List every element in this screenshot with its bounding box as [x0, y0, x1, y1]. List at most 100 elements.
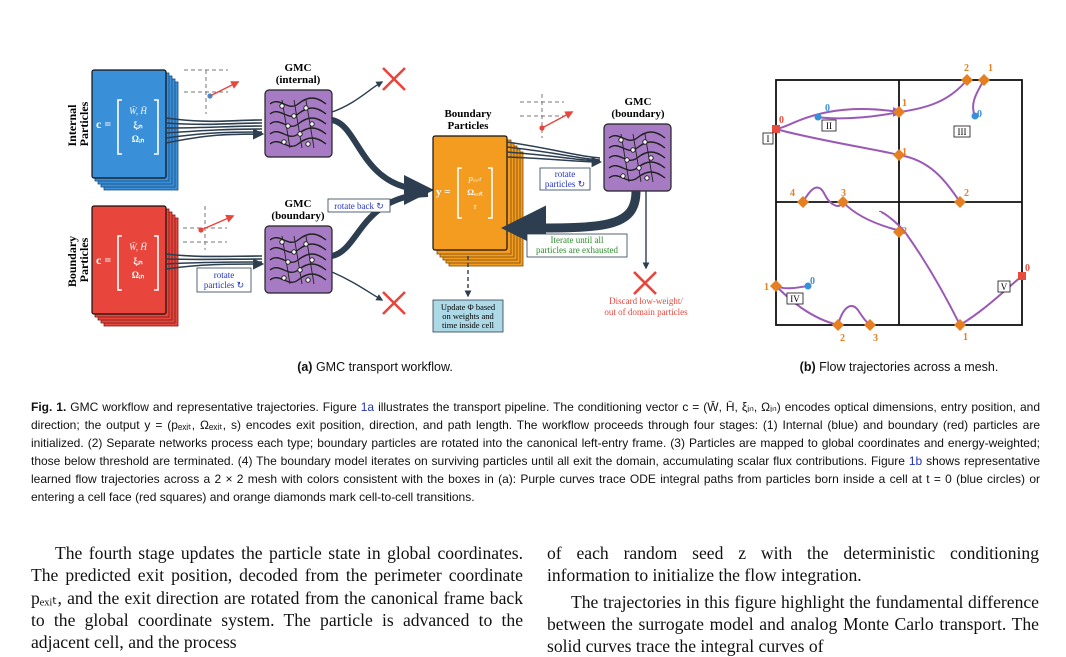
update-phi-line-2: time inside cell — [442, 320, 495, 330]
internal-particle-stack: c = W̄, H̄ ξᵢₙ Ωᵢₙ — [91, 69, 179, 191]
caption-lead: Fig. 1. — [31, 400, 67, 414]
c-boundary-entry-0: W̄, H̄ — [129, 242, 147, 252]
caption-text-2: illustrates the transport pipeline. The … — [31, 400, 1040, 469]
step-label-3: 0 — [779, 115, 784, 126]
gmc-boundary-to-boundary-arrow — [331, 191, 429, 259]
rotate-particles-right-line-0: rotate — [555, 169, 576, 179]
update-phi-note: Update Φ based on weights and time insid… — [432, 299, 504, 333]
internal-direction-axes — [183, 69, 240, 115]
gmc-boundary-right-title-0: GMC — [625, 96, 652, 108]
step-label-2: 0 — [810, 276, 815, 287]
step-label-9: 1 — [963, 332, 968, 343]
figure-1: Internal Particles Boundary Particles c … — [65, 62, 1030, 344]
boundary-stack-title-1: Particles — [448, 120, 490, 132]
c-internal-entry-0: W̄, H̄ — [129, 106, 147, 116]
face-start-points — [772, 125, 1026, 280]
rotate-back-label: rotate back ↻ — [334, 201, 384, 211]
body-right-column: of each random seed z with the determini… — [547, 542, 1039, 657]
rotate-back-note: rotate back ↻ — [327, 198, 391, 213]
canonical-frame-axes — [519, 93, 574, 139]
caption-ref-1b[interactable]: 1b — [908, 454, 923, 469]
gmc-internal-title-1: (internal) — [276, 74, 321, 86]
rotate-particles-right-note: rotate particles ↻ — [539, 167, 591, 191]
step-label-15: 3 — [841, 188, 846, 199]
gmc-internal-title-0: GMC — [285, 62, 312, 74]
c-internal-entry-1: ξᵢₙ — [133, 120, 143, 130]
y-entry-1: Ωₑₓᵢₜ — [467, 187, 483, 197]
cell-box-III: III — [958, 127, 967, 137]
rotate-particles-left-line-1: particles ↻ — [204, 280, 244, 290]
gmc-boundary-right-title-1: (boundary) — [611, 108, 665, 120]
figure-caption: Fig. 1. GMC workflow and representative … — [31, 398, 1040, 507]
iterate-note-line-1: particles are exhausted — [536, 245, 618, 255]
boundary-particles-label: Boundary Particles — [65, 233, 91, 287]
transition-diamonds — [770, 74, 990, 331]
body-right-paragraph-1: of each random seed z with the determini… — [547, 543, 1039, 586]
panel-a: Internal Particles Boundary Particles c … — [65, 62, 688, 333]
cell-box-V: V — [1001, 282, 1008, 292]
rotate-particles-left-line-0: rotate — [214, 270, 235, 280]
gmc-internal-to-terminate-arrow — [331, 81, 384, 113]
gmc-boundary-left-network — [264, 225, 333, 294]
boundary-stack-title-0: Boundary — [444, 108, 492, 120]
body-left-paragraph: The fourth stage updates the particle st… — [31, 543, 523, 653]
step-label-7: 1 — [988, 63, 993, 74]
update-phi-line-1: on weights and — [442, 311, 494, 321]
y-entry-0: pₑₓᵢₜ — [468, 173, 482, 183]
step-label-16: 3 — [873, 333, 878, 344]
c-equals-label-boundary: c = — [96, 253, 111, 267]
terminate-mark-bottom — [382, 291, 406, 315]
terminate-mark-top — [382, 67, 406, 91]
step-label-10: 2 — [964, 63, 969, 74]
step-label-5: 1 — [902, 98, 907, 109]
c-boundary-entry-2: Ωᵢₙ — [132, 270, 145, 280]
boundary-direction-axes — [182, 205, 235, 251]
panel-b: 0 0 0 0 0 1 1 1 1 1 2 2 2 2 2 3 3 4 I II… — [762, 63, 1030, 344]
discard-note-line-0: Discard low-weight/ — [609, 296, 683, 306]
gmc-internal-network — [264, 89, 333, 158]
subcaption-a-text: GMC transport workflow. — [315, 360, 453, 374]
caption-text-3: shows representative learned flow trajec… — [31, 454, 1040, 505]
step-label-8: 1 — [764, 282, 769, 293]
cell-boxes: I II III IV V — [762, 119, 1011, 305]
gmc-boundary-right-network — [603, 123, 672, 192]
step-label-13: 2 — [840, 333, 845, 344]
boundary-particle-stack: c = W̄, H̄ ξᵢₙ Ωᵢₙ — [91, 205, 179, 327]
rotate-particles-left-note: rotate particles ↻ — [196, 267, 252, 293]
step-label-12: 2 — [902, 226, 907, 237]
subcaption-a: (a) GMC transport workflow. — [250, 360, 500, 374]
internal-start-points — [804, 112, 979, 290]
internal-particles-label: Internal Particles — [65, 101, 91, 146]
step-label-6: 1 — [902, 147, 907, 158]
step-label-11: 2 — [964, 188, 969, 199]
cell-box-II: II — [826, 121, 832, 131]
iterate-note: Iterate until all particles are exhauste… — [526, 233, 628, 258]
step-label-4: 0 — [1025, 263, 1030, 274]
caption-ref-1a[interactable]: 1a — [360, 400, 375, 414]
iterate-loop-arrow — [501, 190, 641, 251]
caption-text-1: GMC workflow and representative trajecto… — [66, 400, 361, 414]
update-phi-line-0: Update Φ based — [441, 302, 496, 312]
body-right-paragraph-2: The trajectories in this figure highligh… — [547, 591, 1039, 657]
c-internal-entry-2: Ωᵢₙ — [132, 134, 145, 144]
body-left-column: The fourth stage updates the particle st… — [31, 542, 523, 653]
cell-box-I: I — [767, 134, 770, 144]
subcaption-a-tag: (a) — [297, 360, 313, 374]
subcaption-b: (b) Flow trajectories across a mesh. — [766, 360, 1032, 374]
gmc-boundary-left-title-1: (boundary) — [271, 210, 325, 222]
c-equals-label: c = — [96, 117, 111, 131]
y-entry-2: τ — [473, 201, 477, 211]
y-equals-label: y = — [436, 186, 451, 198]
gmc-boundary-to-terminate-arrow — [331, 271, 384, 301]
discard-note-line-1: out of domain particles — [604, 307, 688, 317]
step-labels: 0 0 0 0 0 1 1 1 1 1 2 2 2 2 2 3 3 4 — [764, 63, 1030, 344]
step-label-17: 4 — [790, 188, 795, 199]
iterate-note-line-0: Iterate until all — [551, 235, 604, 245]
gmc-internal-to-boundary-arrow — [331, 117, 434, 205]
subcaption-b-text: Flow trajectories across a mesh. — [819, 360, 999, 374]
step-label-0: 0 — [825, 103, 830, 114]
boundary-to-gmc-arrows — [165, 253, 265, 270]
subcaption-b-tag: (b) — [799, 360, 816, 374]
boundary-stack-to-gmc-arrows — [506, 141, 603, 168]
boundary-output-stack: y = pₑₓᵢₜ Ωₑₓᵢₜ τ — [432, 135, 524, 267]
